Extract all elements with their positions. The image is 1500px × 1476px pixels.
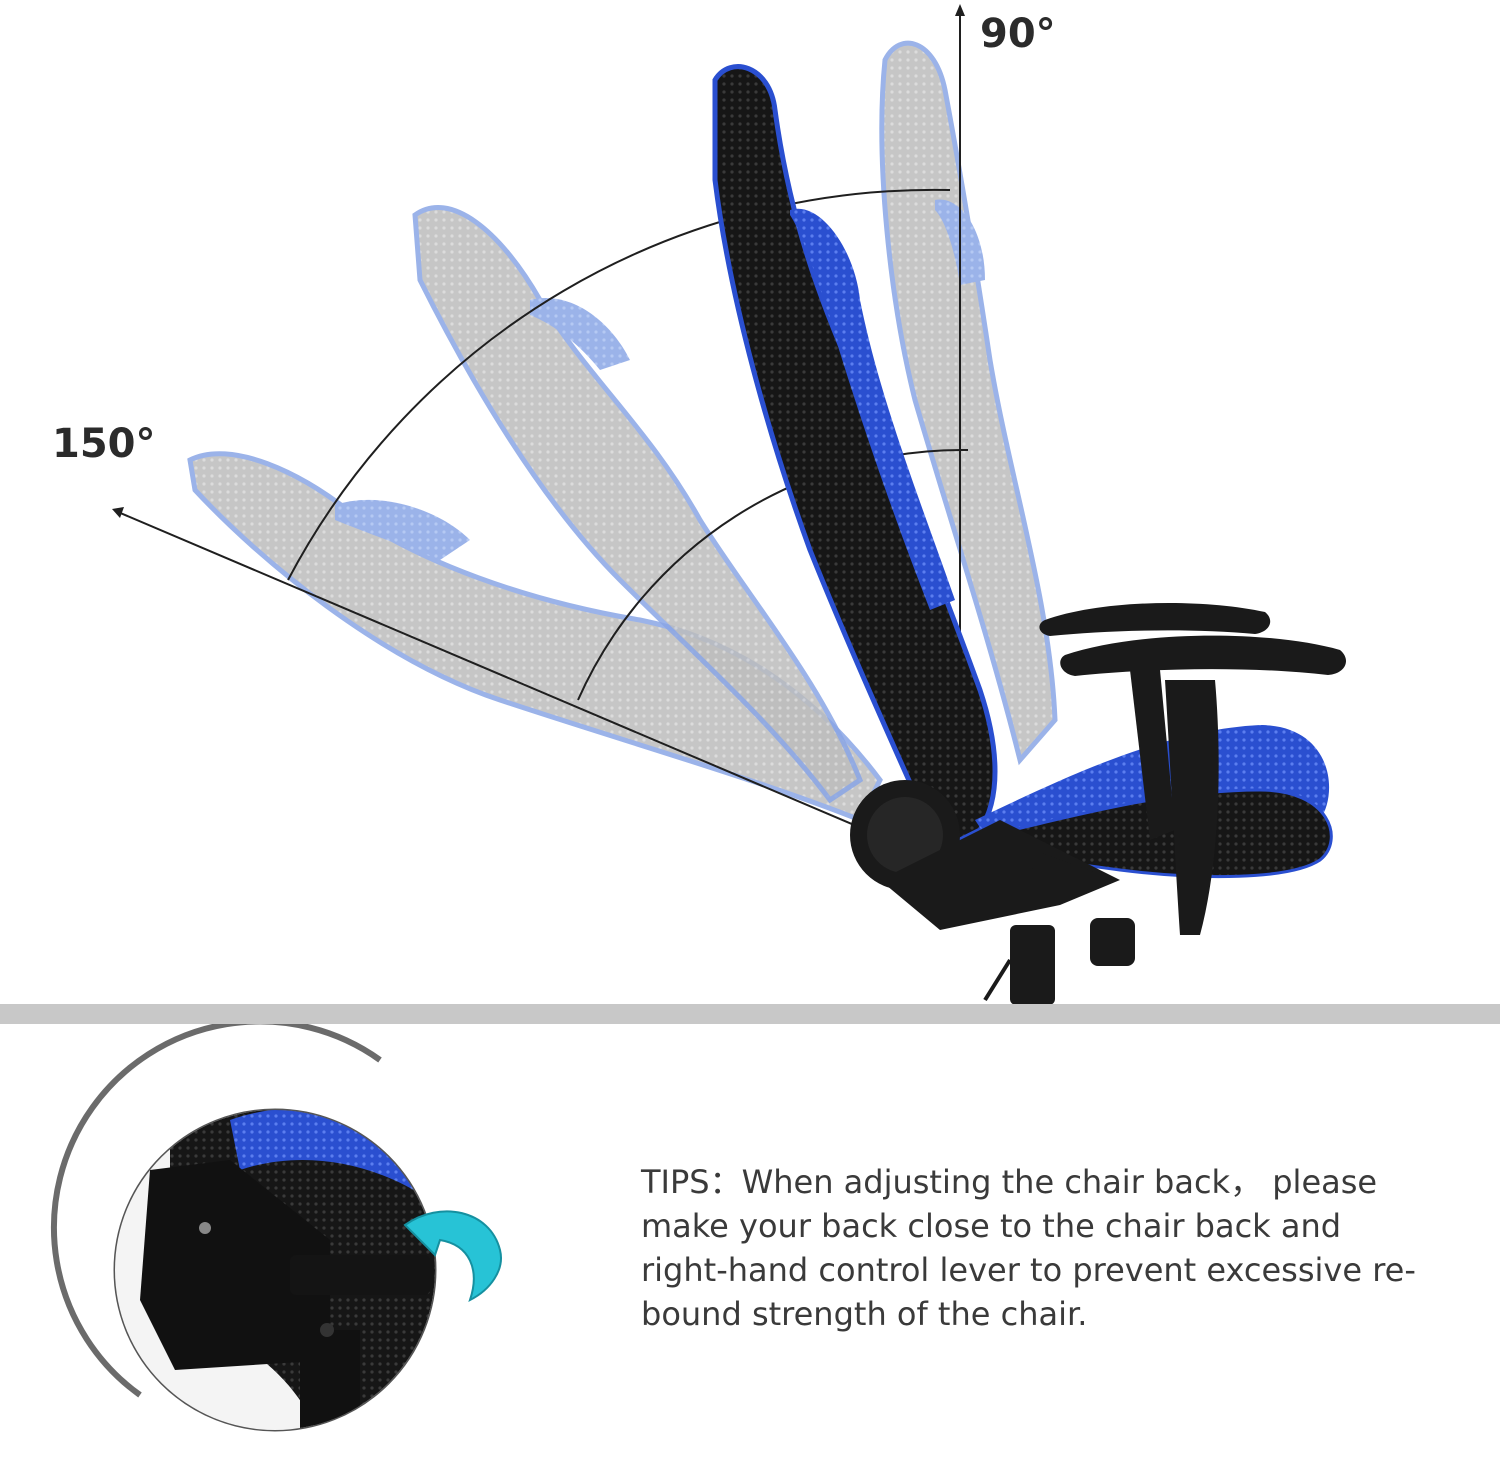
ghost-backrest-120 <box>412 205 864 804</box>
angle-label-90: 90° <box>980 11 1056 57</box>
tips-line: bound strength of the chair. <box>641 1295 1088 1333</box>
recline-mechanism <box>850 780 1135 1005</box>
angle-label-150: 150° <box>52 421 156 467</box>
tips-line: TIPS：When adjusting the chair back， plea… <box>641 1163 1378 1201</box>
armrests <box>1039 602 1347 935</box>
tips-line: right-hand control lever to prevent exce… <box>641 1251 1416 1289</box>
lever-pull-arrow-icon <box>403 1210 502 1302</box>
tips-text: TIPS：When adjusting the chair back， plea… <box>641 1160 1461 1336</box>
lever-closeup-inset <box>51 1018 502 1432</box>
main-backrest <box>712 64 998 854</box>
section-divider <box>0 1004 1500 1024</box>
tips-line: make your back close to the chair back a… <box>641 1207 1342 1245</box>
